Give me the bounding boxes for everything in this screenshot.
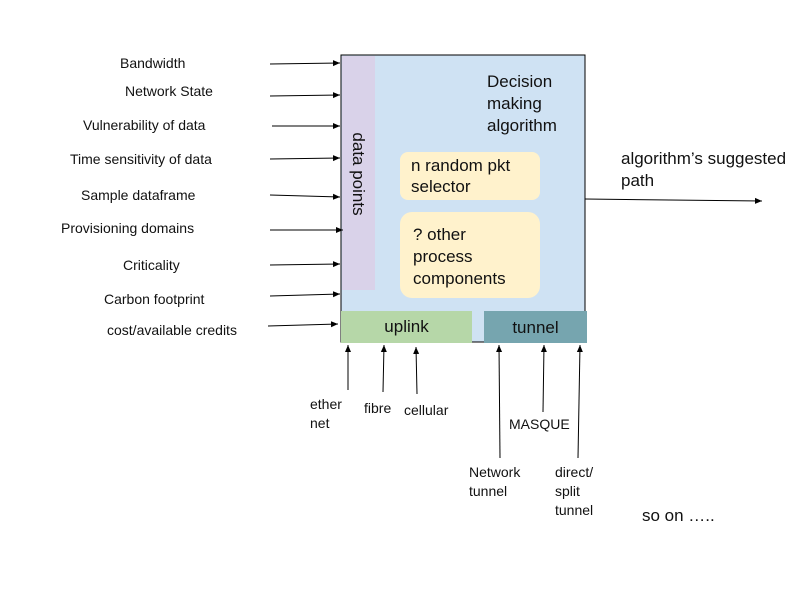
input-label-carbon-footprint: Carbon footprint bbox=[104, 291, 205, 307]
data-points-strip bbox=[342, 56, 375, 290]
input-arrow bbox=[269, 155, 341, 162]
input-label-network-state: Network State bbox=[125, 83, 213, 99]
tunnel-arrow bbox=[576, 344, 583, 459]
uplink-option-ethernet: ether net bbox=[310, 396, 342, 431]
input-arrow bbox=[269, 261, 341, 268]
input-label-bandwidth: Bandwidth bbox=[120, 55, 186, 71]
output-arrow bbox=[584, 197, 763, 204]
tunnel-arrow bbox=[496, 344, 503, 459]
tunnel-label: tunnel bbox=[512, 318, 559, 337]
input-arrow bbox=[269, 193, 341, 200]
input-label-sample-dataframe: Sample dataframe bbox=[81, 187, 196, 203]
input-label-cost-credits: cost/available credits bbox=[107, 322, 237, 338]
uplink-arrow bbox=[413, 346, 420, 395]
data-points-label: data points bbox=[349, 132, 368, 216]
input-label-time-sensitivity: Time sensitivity of data bbox=[70, 151, 212, 167]
tunnel-box bbox=[484, 311, 587, 343]
input-arrow bbox=[269, 60, 341, 67]
uplink-arrow bbox=[380, 344, 387, 393]
uplink-label: uplink bbox=[384, 317, 429, 336]
input-arrow bbox=[267, 321, 339, 328]
input-label-vulnerability: Vulnerability of data bbox=[83, 117, 206, 133]
footer-note: so on ….. bbox=[642, 506, 715, 525]
uplink-box bbox=[341, 311, 472, 343]
uplink-option-fibre: fibre bbox=[364, 400, 392, 416]
input-arrow bbox=[269, 92, 341, 99]
input-label-provisioning-domains: Provisioning domains bbox=[61, 220, 195, 236]
other-components-label: ? other process components bbox=[413, 225, 506, 288]
uplink-option-cellular: cellular bbox=[404, 402, 449, 418]
tunnel-option-direct-split: direct/ split tunnel bbox=[555, 464, 594, 518]
other-components-box bbox=[400, 212, 540, 298]
input-label-criticality: Criticality bbox=[123, 257, 180, 273]
tunnel-option-masque: MASQUE bbox=[509, 416, 570, 432]
pkt-selector-box bbox=[400, 152, 540, 200]
input-arrow bbox=[269, 291, 341, 298]
tunnel-arrow bbox=[540, 344, 547, 413]
tunnel-option-network-tunnel: Network tunnel bbox=[469, 464, 521, 499]
pkt-selector-label: n random pkt selector bbox=[411, 156, 511, 196]
output-label: algorithm’s suggested path bbox=[621, 149, 787, 190]
algorithm-title: Decision making algorithm bbox=[487, 72, 557, 135]
